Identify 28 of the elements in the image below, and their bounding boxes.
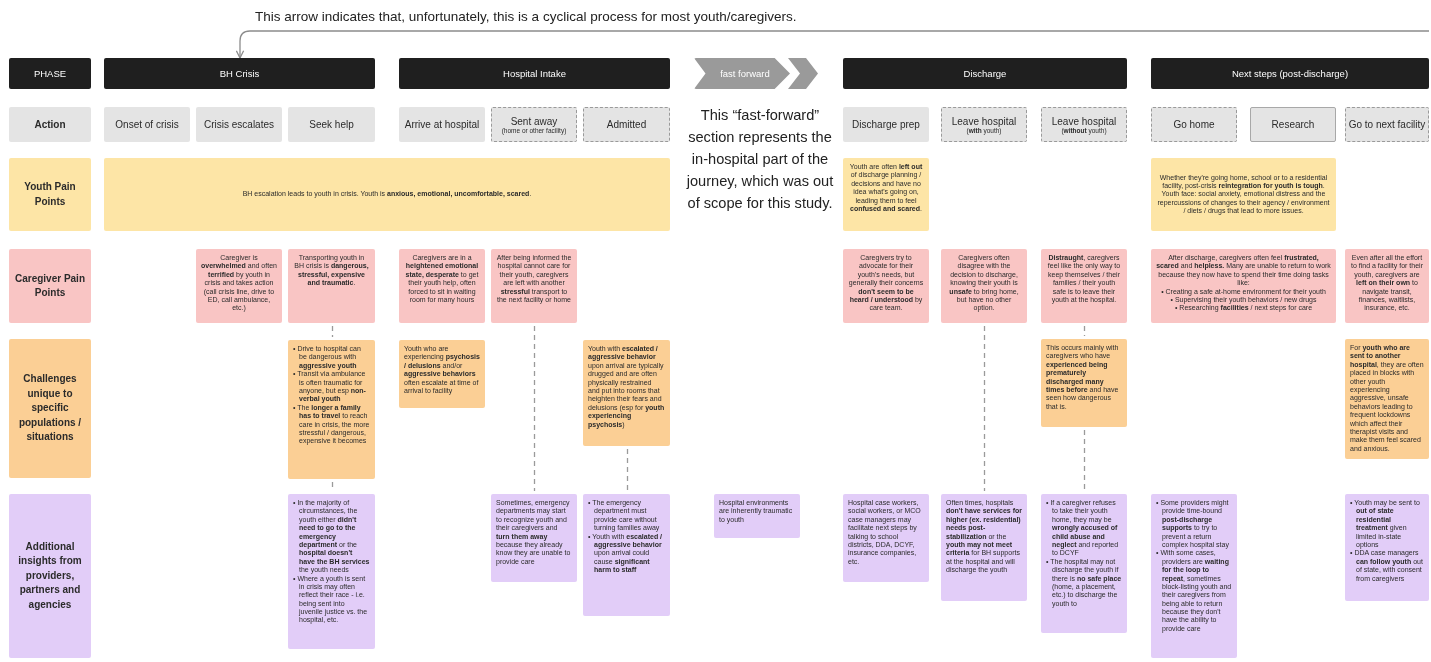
action-box: Crisis escalates: [196, 107, 282, 142]
dashed-connector: [626, 448, 629, 492]
action-box: Go to next facility: [1345, 107, 1429, 142]
phase-header: Discharge: [843, 58, 1127, 89]
row-label: Additional insights from providers, partners and agencies: [9, 494, 91, 658]
phase-header: BH Crisis: [104, 58, 375, 89]
phase-header: PHASE: [9, 58, 91, 89]
dashed-connector: [1083, 429, 1086, 492]
dashed-connector: [533, 325, 536, 492]
action-box: Arrive at hospital: [399, 107, 485, 142]
dashed-connector: [331, 325, 334, 338]
phase-header: Next steps (post-discharge): [1151, 58, 1429, 89]
action-box: Seek help: [288, 107, 375, 142]
phase-header: Hospital Intake: [399, 58, 670, 89]
note-text: This “fast-forward” section represents the in-hospital part of the journey, which was out of scope for this study.: [685, 106, 835, 213]
note-text: This arrow indicates that, unfortunately, this is a cyclical process for most youth/caregivers.: [255, 9, 798, 24]
row-label: Youth Pain Points: [9, 158, 91, 231]
row-label: Challenges unique to specific populations / situations: [9, 339, 91, 478]
dashed-connector: [983, 325, 986, 492]
row-label: Action: [9, 107, 91, 142]
cycle-arrow: [235, 30, 1430, 59]
action-box: Discharge prep: [843, 107, 929, 142]
action-box: Go home: [1151, 107, 1237, 142]
row-label: Caregiver Pain Points: [9, 249, 91, 323]
action-box: Admitted: [583, 107, 670, 142]
action-box: Onset of crisis: [104, 107, 190, 142]
action-box: Research: [1250, 107, 1336, 142]
dashed-connector: [1083, 325, 1086, 337]
